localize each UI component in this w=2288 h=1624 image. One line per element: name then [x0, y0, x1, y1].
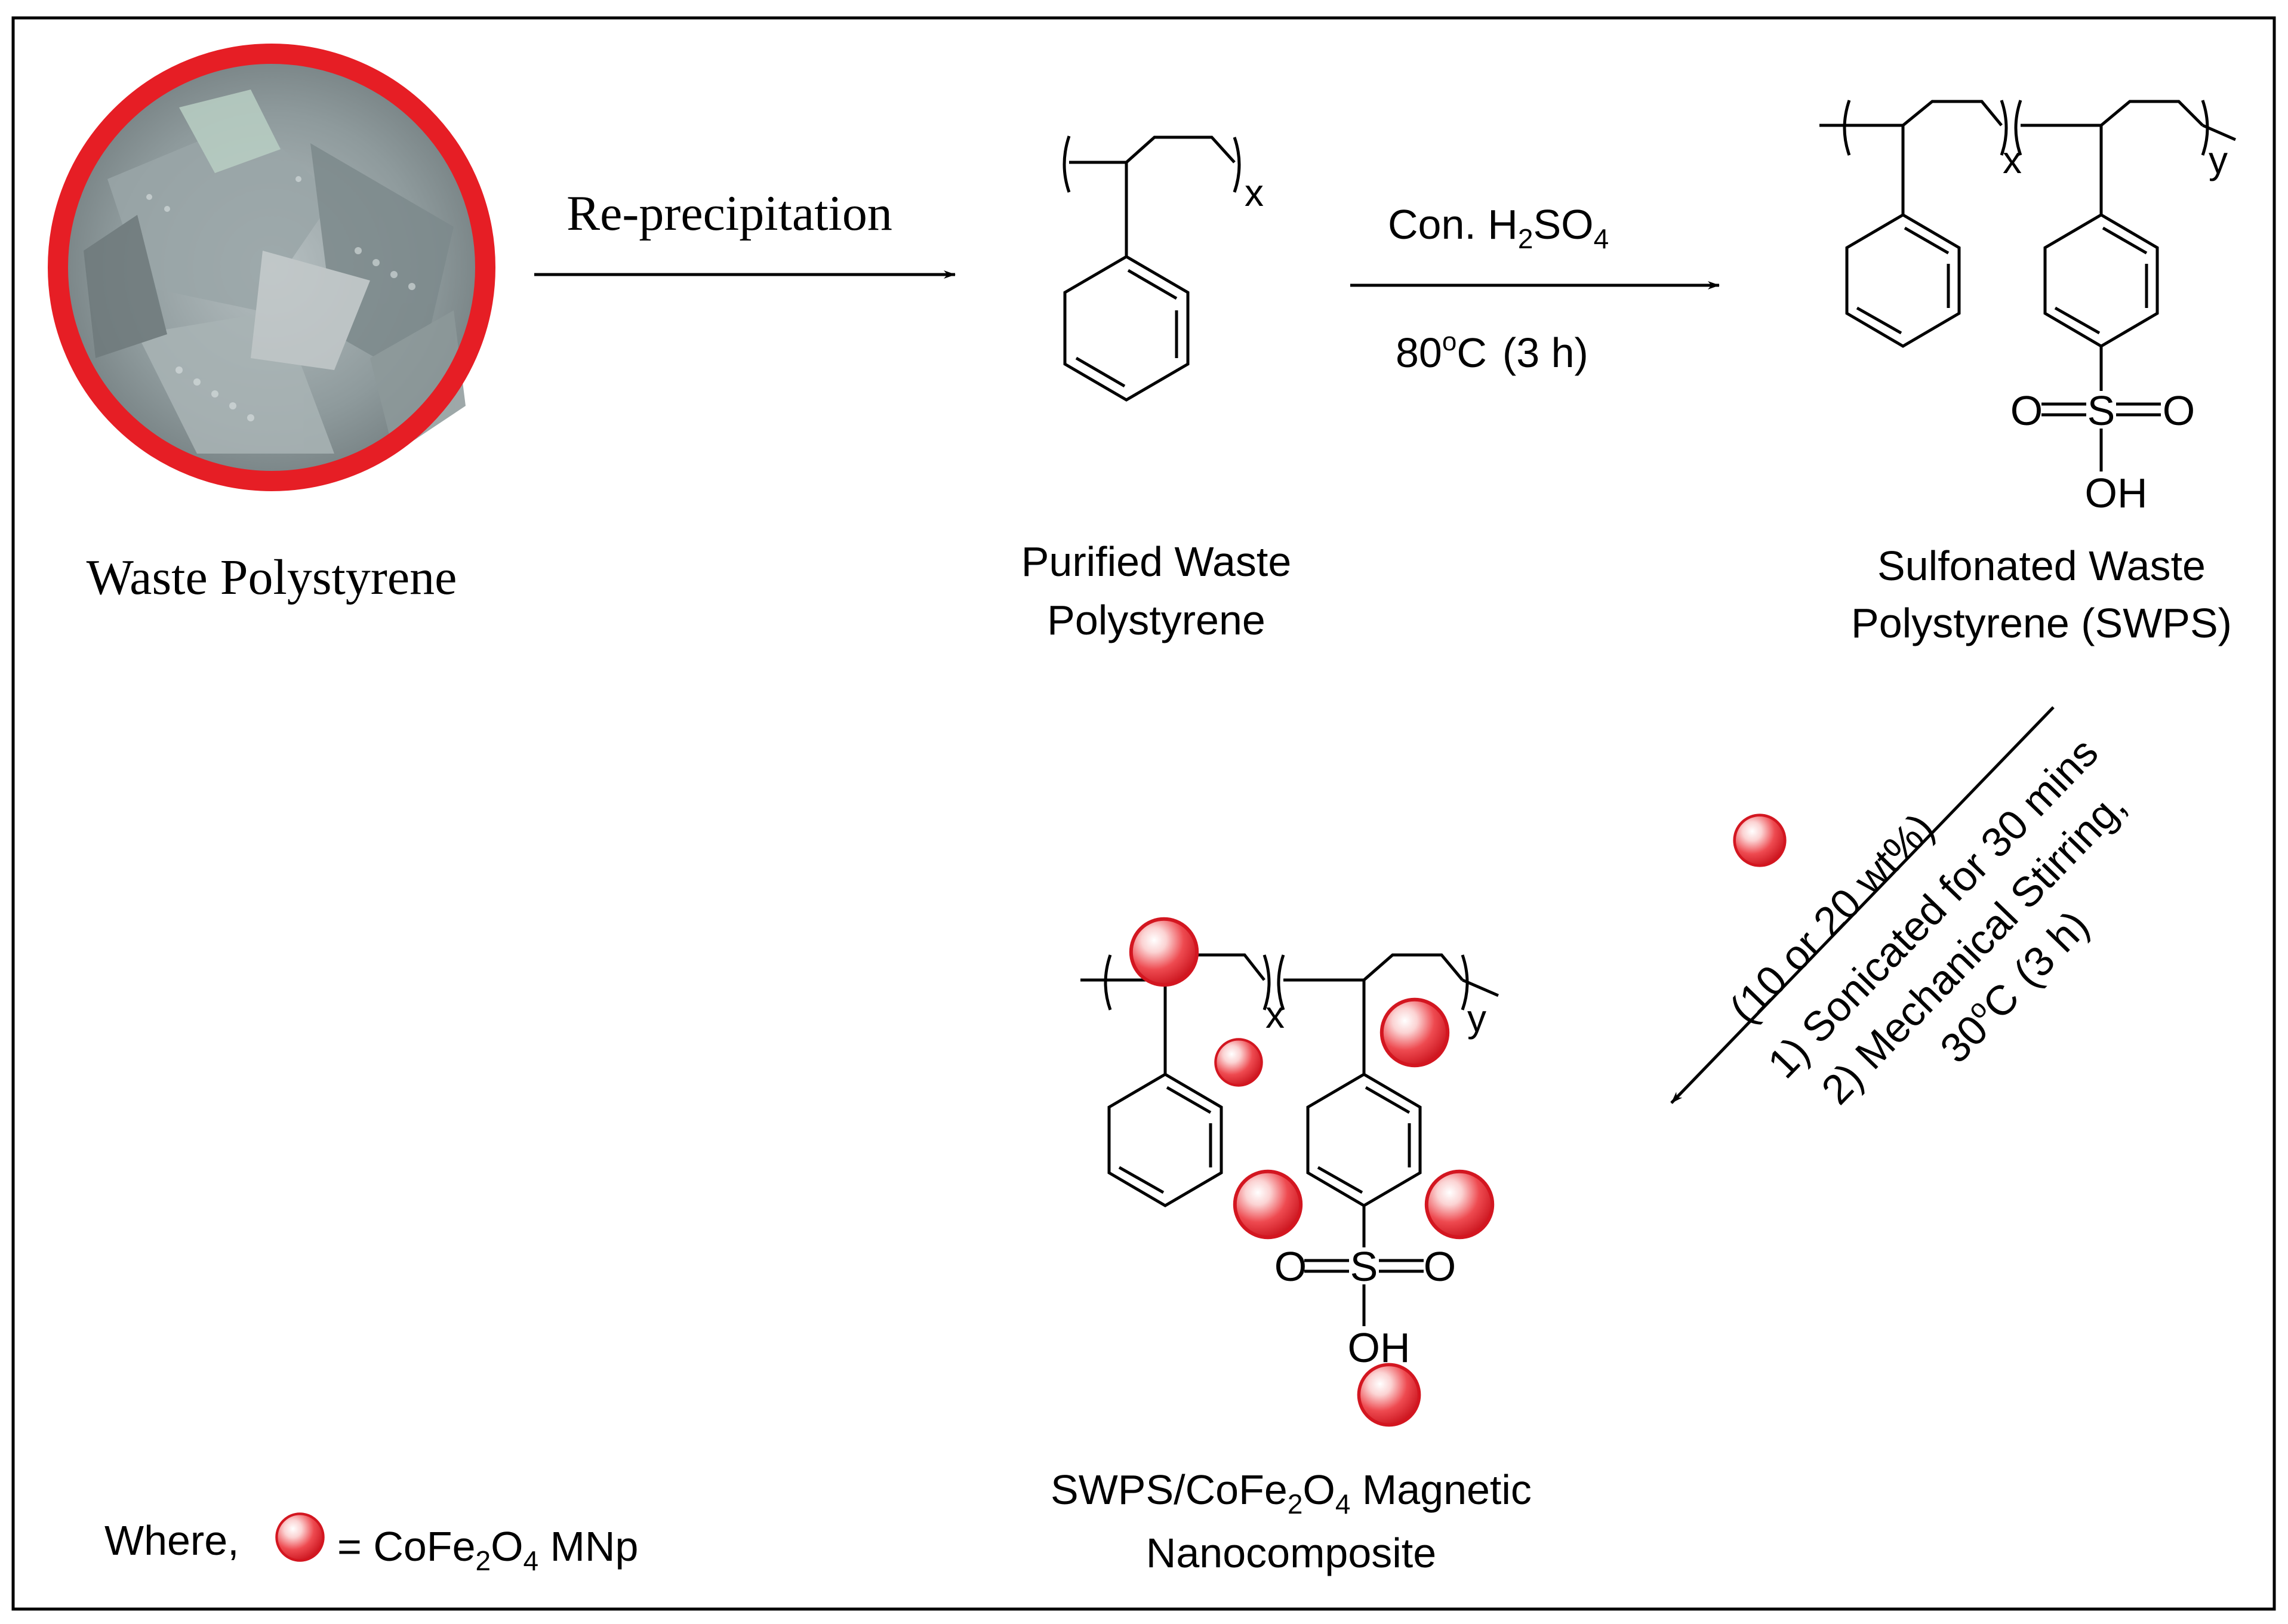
nanoparticle-icon — [1382, 1000, 1448, 1065]
composite-label-line1: SWPS/CoFe2O4 Magnetic — [1051, 1466, 1532, 1520]
composite-nanoparticles — [1131, 919, 1492, 1425]
composite-oxygen-right: O — [1424, 1243, 1456, 1290]
waste-polystyrene-label: Waste Polystyrene — [87, 550, 457, 605]
composite-conditions: (10 or 20 wt%) 1) Sonicated for 30 mins … — [1720, 729, 2135, 1113]
swps-oxygen-right: O — [2163, 387, 2195, 434]
nanoparticle-icon — [1735, 815, 1785, 866]
waste-polystyrene-photo — [48, 44, 495, 491]
composite-hydroxyl: OH — [1348, 1324, 1411, 1371]
nanoparticle-icon — [1131, 919, 1197, 985]
composite-label-line2: Nanocomposite — [1146, 1530, 1436, 1576]
composite-sulfur: S — [1350, 1243, 1378, 1290]
figure-border — [11, 16, 2276, 1611]
nanoparticle-icon — [1215, 1039, 1261, 1085]
legend: Where, = CoFe2O4 MNp — [104, 1514, 638, 1576]
composite-x-subscript: x — [1265, 993, 1285, 1036]
purified-label-line2: Polystyrene — [1047, 597, 1265, 643]
swps-label-line1: Sulfonated Waste — [1877, 543, 2206, 589]
nanoparticle-icon — [1359, 1364, 1419, 1425]
nanoparticle-icon — [1427, 1172, 1492, 1237]
legend-where: Where, — [104, 1517, 239, 1564]
swps-label-line2: Polystyrene (SWPS) — [1851, 600, 2232, 646]
swps-hydroxyl: OH — [2085, 470, 2148, 516]
composite-arrow — [1670, 706, 2055, 1104]
nanoparticle-icon — [276, 1514, 323, 1560]
photo-ring — [48, 44, 495, 491]
sulfonation-temperature: 80oC(3 h) — [1396, 327, 1588, 376]
composite-y-subscript: y — [1467, 997, 1486, 1040]
purified-x-subscript: x — [1245, 171, 1264, 214]
swps-sulfur: S — [2087, 387, 2115, 434]
purified-polystyrene-structure — [1063, 135, 1241, 402]
sulfonation-acid: Con. H2SO4 — [1388, 201, 1609, 254]
swps-structure — [1819, 100, 2236, 472]
swps-y-subscript: y — [2209, 138, 2228, 181]
composite-oxygen-left: O — [1274, 1243, 1307, 1290]
reprecipitation-label: Re-precipitation — [566, 186, 892, 241]
legend-definition: = CoFe2O4 MNp — [337, 1523, 638, 1576]
swps-x-subscript: x — [2003, 138, 2022, 181]
swps-oxygen-left: O — [2010, 387, 2043, 434]
purified-label-line1: Purified Waste — [1021, 538, 1292, 585]
nanoparticle-icon — [1235, 1172, 1301, 1237]
